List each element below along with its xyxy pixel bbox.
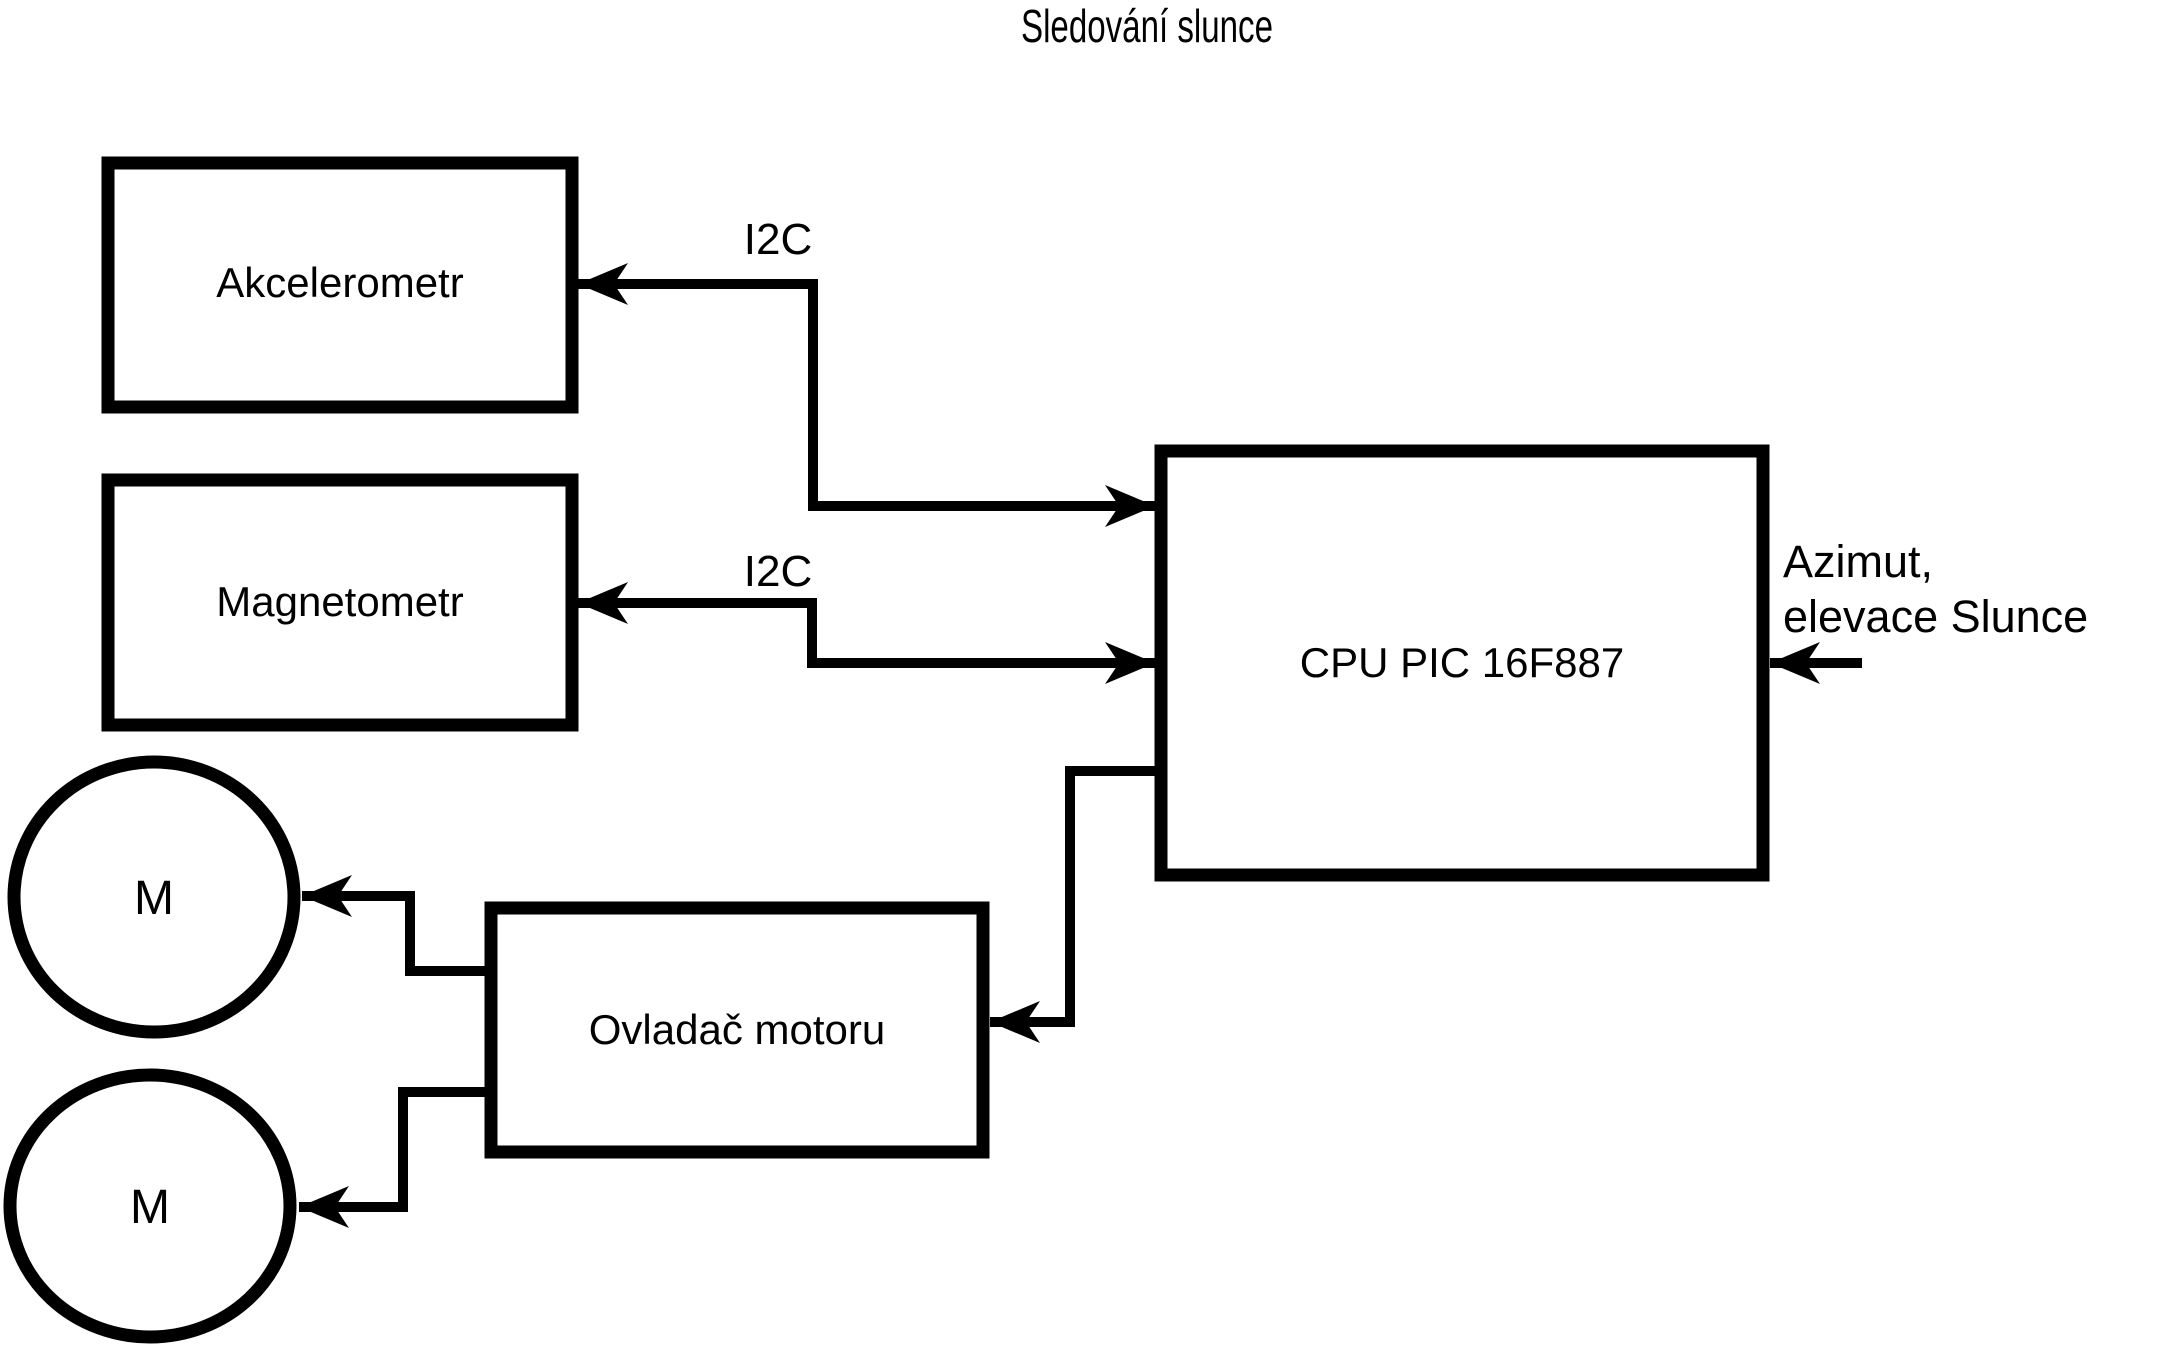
arrowhead-into-magnetometr-icon	[578, 582, 628, 624]
arrowhead-into-cpu-from-magnetometr-icon	[1105, 642, 1155, 684]
arrowhead-into-motor2-icon	[299, 1186, 349, 1228]
arrowhead-into-motor-driver-icon	[990, 1001, 1040, 1043]
akcelerometr-label: Akcelerometr	[216, 259, 463, 306]
sun-input-annotation-line1: Azimut,	[1783, 536, 1933, 587]
sun-input-annotation-line2: elevace Slunce	[1783, 591, 2088, 642]
i2c-label-akcelerometr: I2C	[744, 215, 812, 264]
cpu-label: CPU PIC 16F887	[1300, 639, 1624, 686]
motor1-label: M	[134, 872, 174, 925]
i2c-label-magnetometr: I2C	[744, 547, 812, 596]
akcelerometr-box	[101, 156, 579, 414]
motor2-circle	[3, 1068, 297, 1344]
arrowhead-into-cpu-from-sun-input-icon	[1770, 642, 1820, 684]
motor2-label: M	[130, 1181, 170, 1234]
diagram-title: Sledování slunce	[1021, 0, 1273, 52]
i2c-wire-magnetometr	[578, 598, 1155, 668]
motor1-circle	[7, 755, 301, 1039]
cpu-box	[1154, 444, 1770, 882]
arrowhead-into-akcelerometr-icon	[578, 263, 628, 305]
i2c-wire-akcelerometr	[578, 279, 1155, 511]
motor-driver-to-motor1-wire	[302, 891, 485, 976]
arrowhead-into-cpu-from-akcelerometr-icon	[1105, 485, 1155, 527]
motor-driver-to-motor2-wire	[299, 1087, 485, 1212]
magnetometr-box	[101, 473, 579, 732]
magnetometr-label: Magnetometr	[216, 578, 463, 625]
arrowhead-into-motor1-icon	[302, 875, 352, 917]
motor-driver-box	[484, 901, 990, 1159]
motor-driver-label: Ovladač motoru	[589, 1006, 885, 1053]
cpu-to-motor-driver-wire	[990, 766, 1155, 1027]
